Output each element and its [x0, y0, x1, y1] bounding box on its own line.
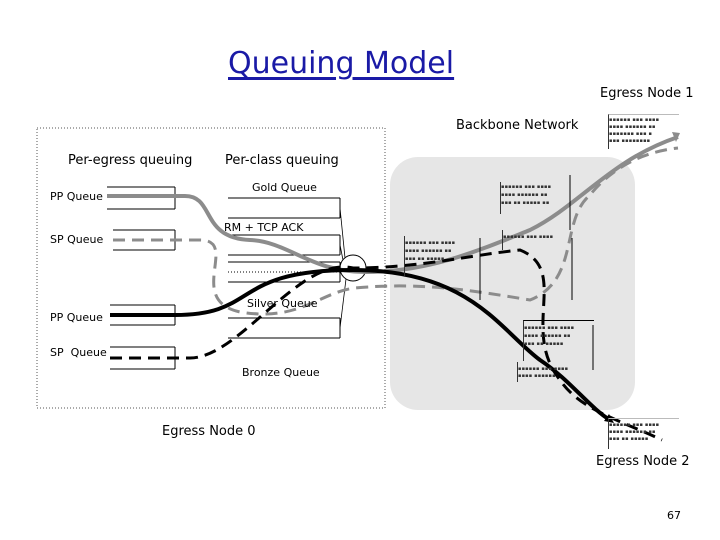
router-table-egress1: ▪▪▪▪▪▪ ▪▪▪ ▪▪▪▪ ▪▪▪▪ ▪▪▪▪▪▪ ▪▪ ▪▪▪▪▪▪▪ ▪… — [608, 114, 679, 149]
rm-tcp-ack-label: RM + TCP ACK — [224, 221, 304, 234]
per-class-queuing-label: Per-class queuing — [225, 153, 339, 168]
egress-node-2-label: Egress Node 2 — [596, 454, 690, 469]
ingress-node-box — [36, 127, 386, 409]
gray-dashed-flow — [113, 146, 679, 316]
page-number: 67 — [667, 509, 681, 522]
per-class-queue-boxes — [228, 197, 341, 339]
router-table-core4: ▪▪▪▪▪▪ ▪▪▪ ▪▪▪▪ ▪▪▪▪ ▪▪▪▪▪▪ ▪▪ ▪▪▪ ▪▪ ▪▪… — [523, 320, 594, 361]
router-table-egress2: ▪▪▪▪▪▪ ▪▪▪ ▪▪▪▪ ▪▪▪▪ ▪▪▪▪▪▪ ▪▪ ▪▪▪ ▪▪ ▪▪… — [608, 418, 679, 449]
black-dashed-flow — [110, 248, 663, 442]
per-egress-queuing-label: Per-egress queuing — [68, 153, 193, 168]
router-table-core3: ▪▪▪▪▪▪ ▪▪▪ ▪▪▪▪ — [502, 230, 573, 250]
bronze-queue-label: Bronze Queue — [242, 366, 320, 379]
sp-queue-top-label: SP Queue — [50, 233, 104, 246]
router-table-core5: ▪▪▪▪▪▪ ▪▪▪ ▪▪▪▪ ▪▪▪▪ ▪▪▪▪▪▪ — [517, 362, 590, 382]
gold-queue-label: Gold Queue — [252, 181, 317, 194]
egress-node-0-label: Egress Node 0 — [162, 424, 256, 439]
slide-title: Queuing Model — [228, 46, 455, 81]
router-lines — [479, 175, 594, 370]
pp-queue-bottom-label: PP Queue — [50, 311, 103, 324]
pp-queue-top-label: PP Queue — [50, 190, 103, 203]
router-table-core2: ▪▪▪▪▪▪ ▪▪▪ ▪▪▪▪ ▪▪▪▪ ▪▪▪▪▪▪ ▪▪ ▪▪▪ ▪▪ ▪▪… — [404, 236, 481, 276]
egress-node-1-label: Egress Node 1 — [600, 86, 694, 101]
backbone-network-label: Backbone Network — [456, 118, 579, 133]
router-table-core1: ▪▪▪▪▪▪ ▪▪▪ ▪▪▪▪ ▪▪▪▪ ▪▪▪▪▪▪ ▪▪ ▪▪▪ ▪▪ ▪▪… — [500, 182, 571, 214]
black-solid-flow — [110, 267, 612, 422]
sp-queue-bottom-label: SP Queue — [50, 346, 107, 359]
silver-queue-label: Silver Queue — [247, 297, 318, 310]
